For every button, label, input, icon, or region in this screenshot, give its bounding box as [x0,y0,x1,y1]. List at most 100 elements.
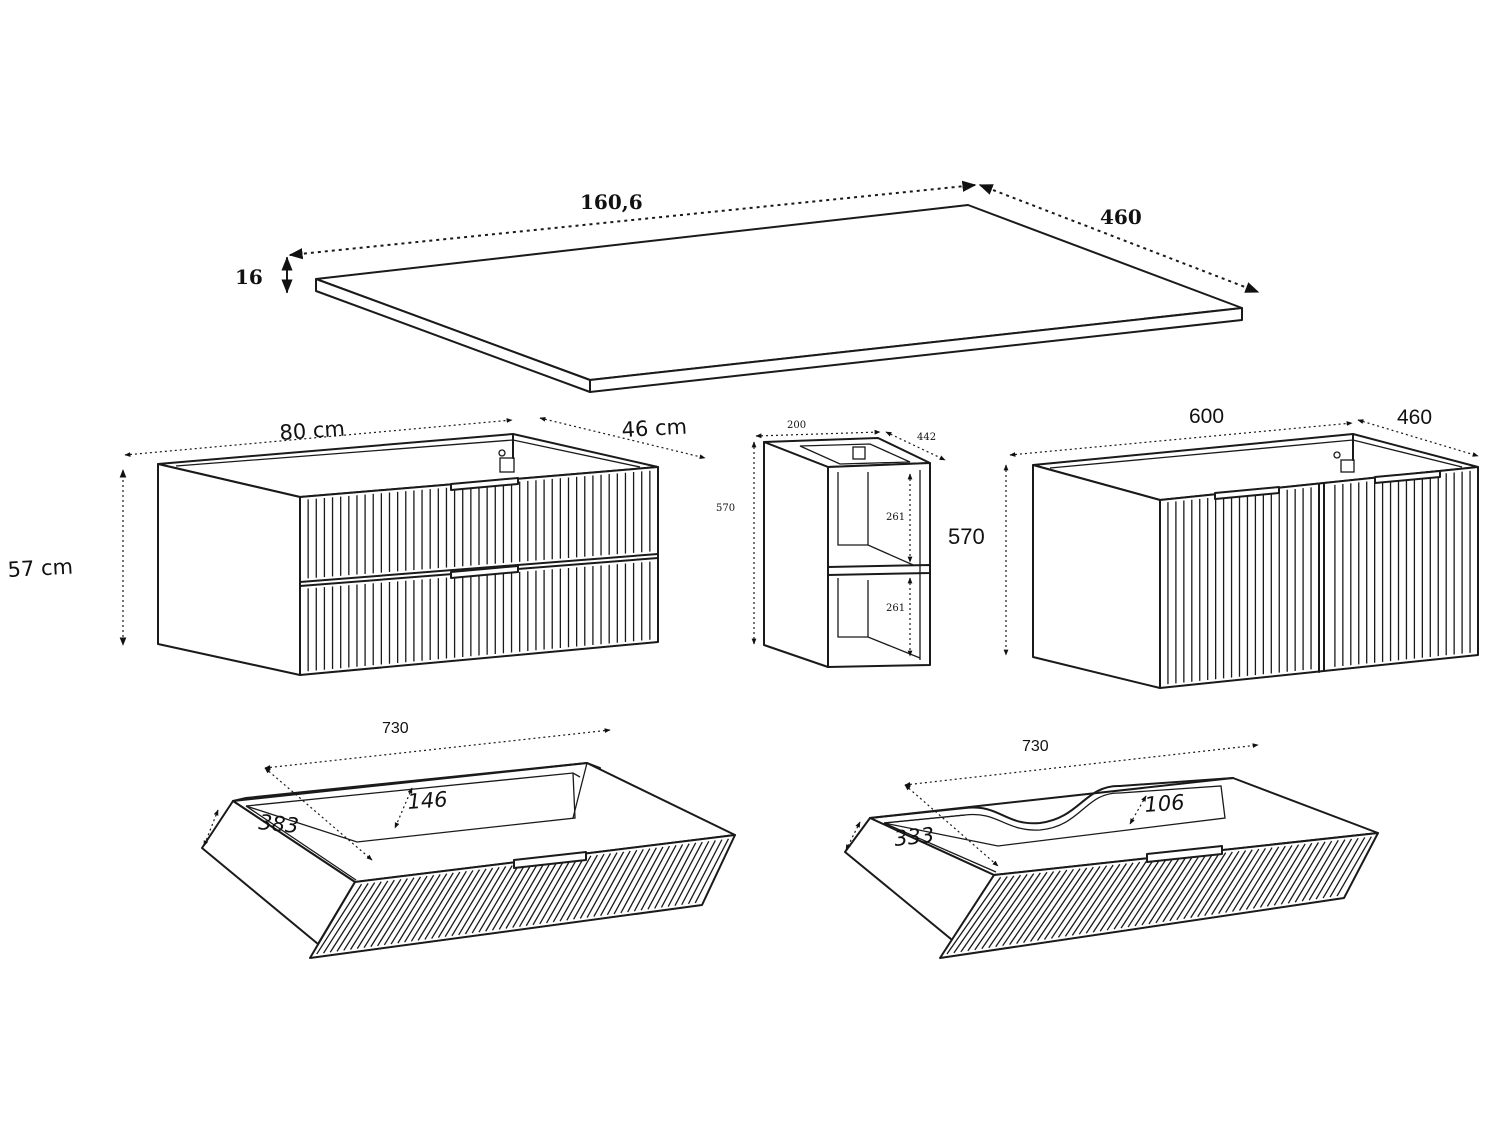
drawer-left-fluting [316,838,730,955]
shelf-unit: 200 442 570 261 261 570 [716,420,985,668]
flute-line [1099,860,1147,932]
flute-line [953,876,1008,954]
flute-line [1197,850,1240,918]
flute-line [674,840,710,906]
door-handle-left [1214,486,1280,500]
shelf-bottom-label: 261 [886,603,905,614]
flute-line [512,860,553,928]
drawer-right-height-dimension [1129,795,1147,825]
flute-line [974,874,1028,951]
drawer-left-side-dimension [203,809,219,847]
flute-line [377,876,422,947]
flute-line [633,845,671,912]
flute-line [383,875,428,946]
flute-line [491,862,533,931]
flute-line [1190,851,1233,919]
flute-line [1120,858,1167,929]
countertop-length-label: 160,6 [580,190,643,214]
flute-line [1259,844,1300,908]
shelf-unit-width-dimension [755,429,881,439]
flute-line [627,846,664,913]
cabinet-80-fluting [307,470,651,672]
drawer-left-handle [513,851,587,869]
drawer-left-height-dimension [394,787,413,829]
drawer-left-height-label: 146 [407,787,449,814]
flute-line [1071,863,1121,936]
flute-line [988,872,1041,949]
drawer-left-width-dimension [264,728,611,770]
flute-line [681,840,716,906]
cabinet-80-depth-dimension [539,416,706,460]
flute-line [981,873,1035,950]
drawer-right-fluting [946,836,1372,955]
flute-line [586,851,625,918]
flute-line [458,866,500,936]
flute-line [1043,866,1094,940]
flute-line [1329,837,1366,898]
flute-line [1225,847,1267,913]
flute-line [1252,845,1293,909]
countertop: 160,6 460 16 [235,180,1260,393]
drawer-left-depth-label: 383 [257,810,299,838]
flute-line [566,853,605,921]
flute-line [471,865,513,934]
drawer-left-width-label: 730 [382,720,409,737]
countertop-depth-dimension [978,184,1260,293]
flute-line [1057,865,1108,938]
flute-line [1155,855,1200,924]
cabinet-60-depth-dimension [1357,419,1479,457]
countertop-depth-label: 460 [1100,205,1142,229]
flute-line [1030,868,1081,942]
flute-line [606,849,644,916]
flute-line [1280,842,1319,905]
flute-line [640,844,677,911]
drawer-right-width-dimension [904,743,1259,787]
flute-line [363,878,408,949]
flute-line [1169,853,1214,922]
countertop-length-dimension [288,180,977,260]
flute-line [451,867,494,937]
flute-line [647,844,684,910]
flute-line [1322,837,1359,899]
cabinet-60-width-label: 600 [1189,405,1224,428]
flute-line [654,843,690,909]
drawer-right-depth-dimension [904,784,999,867]
cabinet-80-width-label: 80 cm [279,416,346,445]
cabinet-80-depth-label: 46 cm [621,415,688,442]
flute-line [579,852,618,919]
cabinet-80: 80 cm 46 cm 57 cm [7,415,706,676]
flute-line [995,871,1048,948]
flute-line [1036,867,1088,941]
drawer-right-depth-label: 333 [893,823,935,851]
shelf-unit-height-label: 570 [716,503,735,514]
flute-line [322,883,369,954]
flute-line [532,857,572,926]
shelf-unit-width-label: 200 [787,420,806,431]
flute-line [946,876,1002,955]
drawer-right: 730 333 106 [844,738,1379,959]
flute-line [1092,861,1141,933]
flute-line [1218,848,1260,914]
flute-line [444,868,487,938]
flute-line [1245,845,1286,910]
flute-line [1134,857,1180,927]
drawer-handle-lower [450,565,519,579]
flute-line [593,850,631,917]
flute-line [1211,849,1253,915]
flute-line [660,842,697,908]
flute-line [559,854,598,922]
flute-line [1148,855,1194,925]
flute-line [437,869,481,938]
flute-line [1078,863,1127,935]
drawer-right-width-label: 730 [1022,738,1049,755]
cabinet-60-depth-label: 460 [1397,406,1432,429]
flute-line [1085,862,1134,934]
flute-line [1183,852,1227,920]
flute-line [687,839,723,905]
flute-line [370,877,415,948]
flute-line [329,882,376,953]
door-handle-right [1374,470,1441,484]
flute-line [336,881,382,952]
flute-line [1315,838,1353,900]
shelf-unit-depth-label: 442 [917,432,936,443]
